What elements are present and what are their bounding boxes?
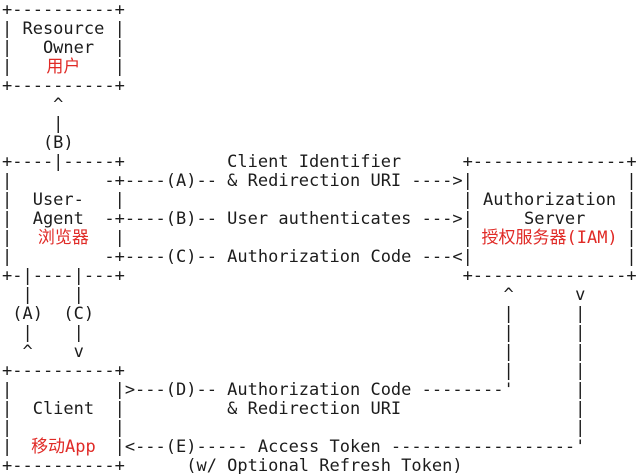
diagram-line: | | ^ v	[2, 286, 640, 305]
diagram-line: +----------+	[2, 77, 640, 96]
ascii-text: |	[2, 114, 64, 134]
diagram-line: | 移动App |<---(E)----- Access Token -------…	[2, 438, 640, 457]
diagram-line: (B)	[2, 134, 640, 153]
ascii-text: | Owner |	[2, 38, 125, 58]
ascii-text: (B)	[2, 133, 74, 153]
diagram-line: | Agent -+----(B)-- User authenticates -…	[2, 210, 640, 229]
ascii-text: +----------+	[2, 0, 125, 20]
ascii-text: ^ v | |	[2, 342, 586, 362]
user-agent-cn-label: 浏览器	[37, 228, 89, 248]
ascii-text: +----------+ (w/ Optional Refresh Token)	[2, 456, 463, 474]
ascii-text: | Resource |	[2, 19, 125, 39]
ascii-text: +----------+	[2, 76, 125, 96]
diagram-line: | | | |	[2, 324, 640, 343]
diagram-line: +----|-----+ Client Identifier +--------…	[2, 153, 640, 172]
resource-owner-cn-label: 用户	[46, 57, 81, 77]
diagram-line: +----------+	[2, 1, 640, 20]
diagram-line: | User- | | Authorization |	[2, 191, 640, 210]
ascii-text: | Agent -+----(B)-- User authenticates -…	[2, 209, 637, 229]
diagram-line: | 浏览器 | | 授权服务器(IAM) |	[2, 229, 640, 248]
ascii-text: +----|-----+ Client Identifier +--------…	[2, 152, 637, 172]
diagram-line: | Owner |	[2, 39, 640, 58]
diagram-line: ^	[2, 96, 640, 115]
diagram-line: | -+----(A)-- & Redirection URI ---->| |	[2, 172, 640, 191]
diagram-line: | Client | & Redirection URI |	[2, 400, 640, 419]
ascii-text: | |	[114, 228, 473, 248]
diagram-line: | | |	[2, 419, 640, 438]
ascii-text: | |>---(D)-- Authorization Code --------…	[2, 380, 586, 400]
diagram-line: (A) (C) | |	[2, 305, 640, 324]
ascii-text: ^	[2, 95, 64, 115]
diagram-line: +-|----|---+ +---------------+	[2, 267, 640, 286]
ascii-text: |<---(E)----- Access Token -------------…	[114, 437, 586, 457]
ascii-text: | -+----(C)-- Authorization Code ---<| |	[2, 247, 637, 267]
client-cn-label: 移动App	[31, 437, 96, 457]
diagram-line: | -+----(C)-- Authorization Code ---<| |	[2, 248, 640, 267]
ascii-text: |	[114, 57, 125, 77]
diagram-line: | |>---(D)-- Authorization Code --------…	[2, 381, 640, 400]
diagram-line: +----------+ | |	[2, 362, 640, 381]
ascii-text: |	[2, 57, 13, 77]
ascii-text: +-|----|---+ +---------------+	[2, 266, 637, 286]
diagram-line: | Resource |	[2, 20, 640, 39]
diagram-line: +----------+ (w/ Optional Refresh Token)	[2, 457, 640, 474]
auth-server-cn-label: 授权服务器(IAM)	[481, 228, 618, 248]
ascii-text: |	[626, 228, 637, 248]
diagram-line: ^ v | |	[2, 343, 640, 362]
ascii-text: (A) (C) | |	[2, 304, 586, 324]
ascii-text: | -+----(A)-- & Redirection URI ---->| |	[2, 171, 637, 191]
ascii-text: +----------+ | |	[2, 361, 586, 381]
ascii-text: |	[2, 437, 13, 457]
ascii-text: | | | |	[2, 323, 586, 343]
ascii-text: | User- | | Authorization |	[2, 190, 637, 210]
diagram-line: | 用户 |	[2, 58, 640, 77]
ascii-text: |	[2, 228, 13, 248]
diagram-line: |	[2, 115, 640, 134]
ascii-text: | | |	[2, 418, 586, 438]
ascii-text: | | ^ v	[2, 285, 586, 305]
ascii-text: | Client | & Redirection URI |	[2, 399, 586, 419]
